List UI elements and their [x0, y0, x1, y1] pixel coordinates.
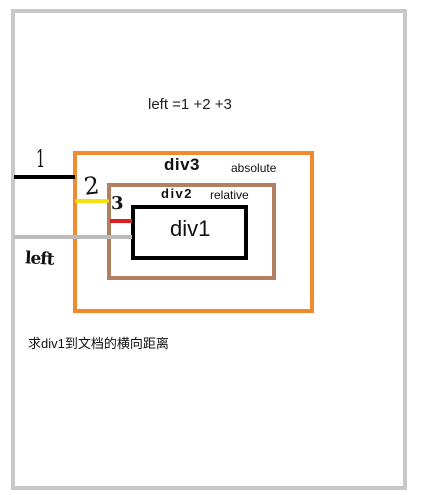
document-frame	[11, 9, 407, 490]
question-text: 求div1到文档的横向距离	[28, 336, 169, 351]
div3-box	[73, 151, 314, 313]
div2-label: div2	[161, 186, 194, 201]
marker-1-label: 1	[36, 145, 46, 173]
marker-3-label: 3	[111, 193, 124, 214]
div2-position-label: relative	[210, 188, 249, 202]
marker-2-label: 2	[82, 171, 101, 201]
marker-left-label: left	[24, 248, 54, 270]
div1-label: div1	[170, 216, 211, 241]
div2-box	[107, 183, 276, 280]
div1-box	[131, 205, 248, 260]
formula-text: left =1 +2 +3	[148, 96, 232, 113]
div3-position-label: absolute	[229, 161, 279, 175]
div3-label: div3	[164, 155, 201, 174]
